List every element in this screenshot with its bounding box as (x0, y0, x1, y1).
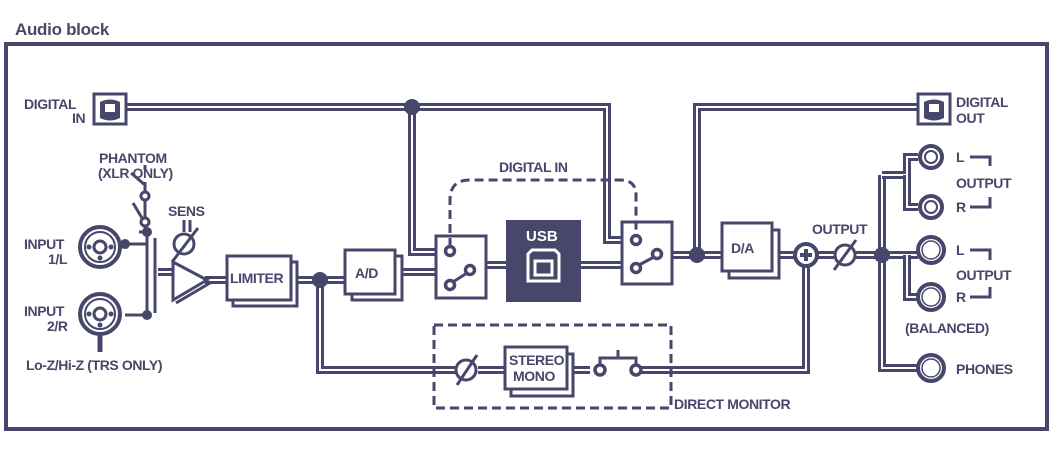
direct-monitor-section (432, 323, 673, 410)
phantom-switch-icon[interactable] (131, 182, 151, 228)
usb-block: USB (506, 220, 581, 302)
headphone-jack-icon (916, 353, 946, 383)
direct-monitor-label: DIRECT MONITOR (674, 396, 791, 412)
input1-label-line1: INPUT (24, 236, 65, 252)
phones-label: PHONES (956, 361, 1013, 377)
junction-dots (120, 99, 890, 320)
ad-converter-block: A/D (343, 248, 404, 302)
sens-knob-icon[interactable] (170, 220, 200, 263)
input2-label-line2: 2/R (47, 318, 68, 334)
output-unbal-l-label: L (956, 149, 965, 165)
diagram-title: Audio block (15, 20, 109, 39)
phantom-label-line2: (XLR ONLY) (98, 165, 173, 181)
toslink-jack-icon (92, 92, 128, 126)
summing-node-icon (793, 242, 819, 268)
toslink-out-jack-icon (916, 92, 952, 126)
sens-label: SENS (168, 203, 205, 219)
da-converter-block: D/A (720, 221, 781, 280)
trs-jack-l-icon (916, 235, 946, 265)
output-bal-label: OUTPUT (956, 267, 1012, 283)
digital-in-label-line2: IN (72, 110, 85, 126)
output-knob-label: OUTPUT (812, 221, 868, 237)
preamp-triangle-icon (171, 259, 211, 305)
outer-frame (4, 42, 1049, 431)
output-unbal-label: OUTPUT (956, 175, 1012, 191)
svg-text:STEREO: STEREO (509, 352, 565, 368)
digital-out-label-line1: DIGITAL (956, 94, 1009, 110)
input2-label-line1: INPUT (24, 303, 65, 319)
rca-jack-l-icon (918, 144, 944, 170)
svg-text:MONO: MONO (513, 368, 555, 384)
svg-text:D/A: D/A (731, 240, 754, 256)
input-selector-switch[interactable] (434, 234, 488, 300)
digital-in-link (448, 178, 638, 247)
output-selector-switch[interactable] (620, 220, 674, 286)
svg-text:LIMITER: LIMITER (230, 270, 283, 286)
digital-in-label-line1: DIGITAL (24, 96, 77, 112)
digital-in-switch-label: DIGITAL IN (499, 159, 568, 175)
svg-text:USB: USB (526, 228, 558, 245)
push-switch-icon[interactable] (593, 350, 643, 377)
stereo-mono-block[interactable]: STEREO MONO (503, 345, 575, 398)
output-bal-r-label: R (956, 289, 966, 305)
output-knob-icon[interactable] (832, 239, 858, 271)
output-bal-l-label: L (956, 242, 965, 258)
svg-text:A/D: A/D (355, 265, 378, 281)
xlr-combo-jack-icon-2 (78, 292, 122, 336)
phantom-label-line1: PHANTOM (99, 150, 167, 166)
output-unbal-r-label: R (956, 199, 966, 215)
digital-out-label-line2: OUT (956, 110, 985, 126)
balanced-note: (BALANCED) (905, 320, 989, 336)
input1-label-line2: 1/L (48, 251, 68, 267)
xlr-combo-jack-icon-1 (78, 225, 122, 269)
trs-jack-r-icon (916, 282, 946, 312)
limiter-block: LIMITER (225, 254, 299, 308)
loz-hiz-label: Lo-Z/Hi-Z (TRS ONLY) (26, 357, 162, 373)
usb-b-port-icon (526, 248, 561, 283)
monitor-level-knob-icon[interactable] (454, 354, 479, 386)
rca-jack-r-icon (918, 194, 944, 220)
